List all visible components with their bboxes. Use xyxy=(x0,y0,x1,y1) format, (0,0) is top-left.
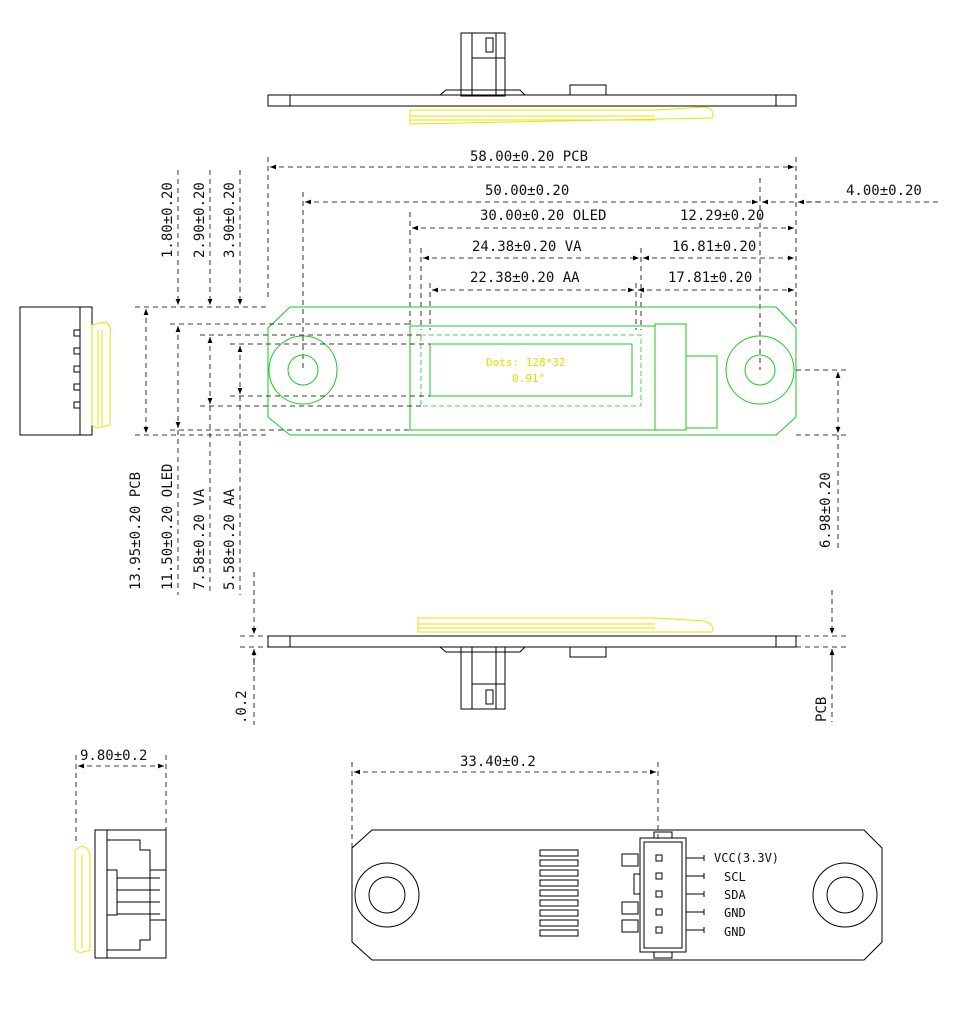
dim-pcb-height: 13.95±0.20 PCB xyxy=(128,472,144,590)
dim-oled-offset: 12.29±0.20 xyxy=(680,208,764,224)
dim-thickness-left: .0.2 xyxy=(234,690,250,724)
front-view: Dots: 128*32 0.91" xyxy=(267,306,797,436)
dim-v-offset-1: 1.80±0.20 xyxy=(160,182,176,258)
dim-va-width: 24.38±0.20 VA xyxy=(472,239,582,255)
dim-va-height: 7.58±0.20 VA xyxy=(192,488,208,590)
dim-v-offset-2: 2.90±0.20 xyxy=(192,182,208,258)
dim-thickness-right: PCB xyxy=(814,697,830,722)
pin-label-scl: SCL xyxy=(724,870,746,884)
dim-va-offset: 16.81±0.20 xyxy=(672,239,756,255)
pin-label-sda: SDA xyxy=(724,888,746,902)
horizontal-dimensions: 58.00±0.20 PCB 50.00±0.20 4.00±0.20 30.0… xyxy=(267,149,940,370)
dim-aa-height: 5.58±0.20 AA xyxy=(222,488,238,590)
dim-aa-offset: 17.81±0.20 xyxy=(668,270,752,286)
dim-pcb-width: 58.00±0.20 PCB xyxy=(470,149,588,165)
back-view: 33.40±0.2 xyxy=(351,754,883,961)
oled-size-label: 0.91" xyxy=(512,372,545,385)
pin-label-vcc: VCC(3.3V) xyxy=(714,851,779,865)
pin-label-gnd-1: GND xyxy=(724,906,746,920)
dim-aa-width: 22.38±0.20 AA xyxy=(470,270,580,286)
dim-connector-offset: 33.40±0.2 xyxy=(460,754,536,770)
oled-dots-label: Dots: 128*32 xyxy=(486,356,565,369)
dim-v-offset-3: 3.90±0.20 xyxy=(222,182,238,258)
dim-hole-to-edge: 4.00±0.20 xyxy=(846,183,922,199)
vertical-dimensions: 1.80±0.20 2.90±0.20 3.90±0.20 13.95±0.20… xyxy=(128,170,850,595)
pin-label-gnd-2: GND xyxy=(724,925,746,939)
bottom-side-view: .0.2 PCB xyxy=(234,572,850,725)
dim-oled-width: 30.00±0.20 OLED xyxy=(480,208,606,224)
bottom-left-side-view: 9.80±0.2 xyxy=(74,748,167,959)
left-side-view xyxy=(19,306,111,436)
dim-hole-spacing: 50.00±0.20 xyxy=(485,183,569,199)
dim-hole-vertical: 6.98±0.20 xyxy=(818,472,834,548)
dim-side-width: 9.80±0.2 xyxy=(80,748,147,764)
dim-oled-height: 11.50±0.20 OLED xyxy=(160,464,176,590)
top-side-view xyxy=(267,32,797,125)
